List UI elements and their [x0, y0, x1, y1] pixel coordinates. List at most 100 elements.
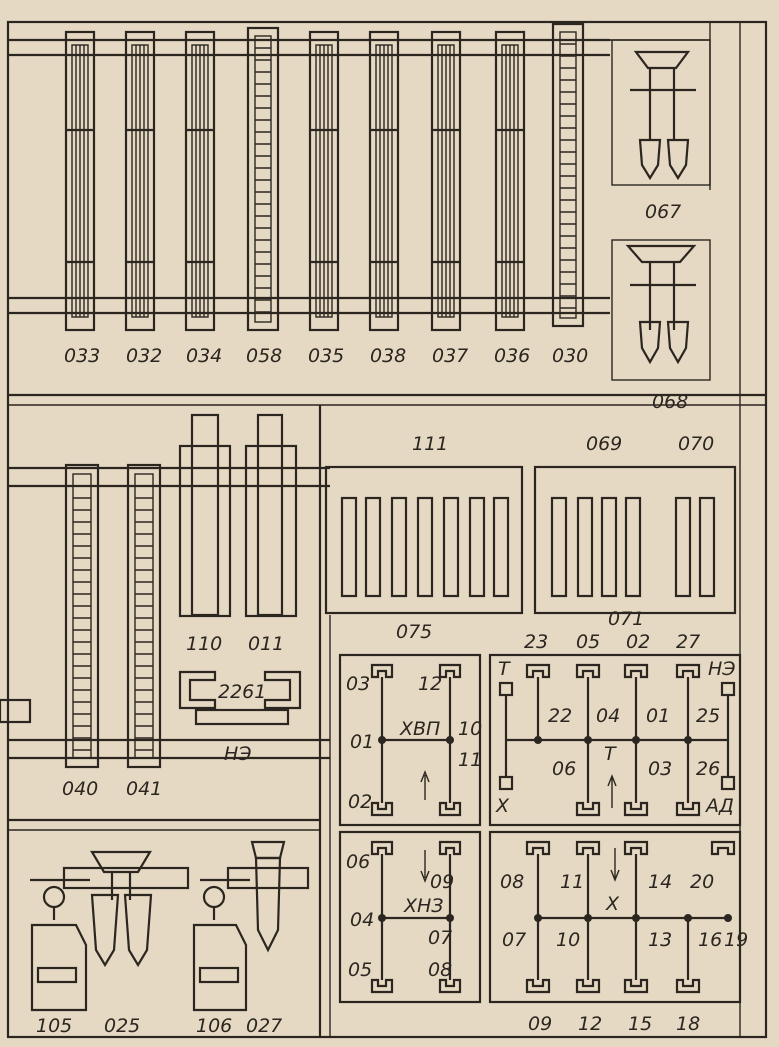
label-058: 058	[246, 345, 282, 367]
label-036: 036	[494, 345, 530, 367]
label-034: 034	[186, 345, 222, 367]
label-r-26: 26	[696, 758, 720, 780]
label-011: 011	[248, 633, 284, 655]
label-r-ne: НЭ	[708, 658, 736, 680]
label-106: 106	[196, 1015, 232, 1037]
label-hvp-12: 12	[418, 673, 442, 695]
label-r-03: 03	[648, 758, 672, 780]
rack-040	[64, 463, 100, 769]
label-b-12: 12	[578, 1013, 602, 1035]
rack-038	[368, 30, 400, 332]
clamp-2261	[178, 670, 302, 726]
label-r-05: 05	[576, 631, 600, 653]
labels-top-racks: 033 032 034 058 035 038 037 036 030 067 …	[64, 201, 688, 413]
label-r-08: 08	[500, 871, 524, 893]
rack-058	[246, 26, 280, 332]
machine-105	[30, 878, 90, 1012]
box-111	[324, 465, 524, 615]
label-067: 067	[645, 201, 681, 223]
label-r-x1: Х	[495, 795, 510, 817]
rack-036	[494, 30, 526, 332]
top-racks	[64, 22, 585, 332]
label-r-x2: Х	[605, 893, 620, 915]
label-r-02: 02	[626, 631, 650, 653]
label-030: 030	[552, 345, 588, 367]
block-hnz	[338, 830, 482, 1004]
label-r-10: 10	[556, 929, 580, 951]
label-025: 025	[104, 1015, 140, 1037]
label-071: 071	[608, 608, 644, 630]
label-r-27: 27	[676, 631, 700, 653]
label-hvp-03: 03	[346, 673, 370, 695]
top-conveyor	[8, 38, 710, 315]
machine-025	[62, 850, 190, 968]
rack-041	[126, 463, 162, 769]
rack-033	[64, 30, 96, 332]
label-hvp-11: 11	[458, 749, 482, 771]
label-040: 040	[62, 778, 98, 800]
label-033: 033	[64, 345, 100, 367]
label-r-t2: Т	[604, 743, 617, 765]
label-r-23: 23	[524, 631, 548, 653]
label-110: 110	[186, 633, 222, 655]
label-r-11: 11	[560, 871, 584, 893]
box-069-070	[533, 465, 737, 615]
column-011	[244, 413, 298, 618]
labels-middle: 040 041 110 011 2261 НЭ 111 069 070 075 …	[62, 433, 714, 800]
middle-conveyor	[8, 466, 330, 760]
labels-hvp-hnz: 03 12 01 ХВП 10 11 02 06 09 ХНЗ 04 07 05…	[346, 673, 482, 981]
label-r-07: 07	[502, 929, 526, 951]
unit-067	[611, 39, 711, 186]
label-hnz-title: ХНЗ	[403, 895, 443, 917]
block-right-upper	[488, 653, 742, 827]
label-hnz-07: 07	[428, 927, 452, 949]
label-hnz-09: 09	[430, 871, 454, 893]
label-111: 111	[412, 433, 448, 455]
label-075: 075	[396, 621, 432, 643]
label-2261: 2261	[218, 681, 266, 703]
label-037: 037	[432, 345, 468, 367]
label-r-19: 19	[724, 929, 748, 951]
column-110	[178, 413, 232, 618]
rack-037	[430, 30, 462, 332]
label-027: 027	[246, 1015, 282, 1037]
label-b-18: 18	[676, 1013, 700, 1035]
label-b-09: 09	[528, 1013, 552, 1035]
label-hnz-04: 04	[350, 909, 374, 931]
label-032: 032	[126, 345, 162, 367]
label-r-t1: Т	[498, 658, 511, 680]
label-r-06: 06	[552, 758, 576, 780]
label-hvp-title: ХВП	[399, 718, 440, 740]
label-105: 105	[36, 1015, 72, 1037]
label-068: 068	[652, 391, 688, 413]
label-hnz-06: 06	[346, 851, 370, 873]
label-041: 041	[126, 778, 162, 800]
label-ne-left: НЭ	[224, 743, 252, 765]
machine-027	[226, 840, 310, 953]
block-right-lower	[488, 830, 742, 1004]
rack-032	[124, 30, 156, 332]
label-038: 038	[370, 345, 406, 367]
unit-068	[611, 239, 711, 381]
label-r-ad: АД	[704, 795, 734, 817]
labels-right-lower: 08 11 14 20 Х 07 10 13 16 19 09 12 15 18	[500, 871, 748, 1035]
label-hvp-01: 01	[350, 731, 374, 753]
rack-035	[308, 30, 340, 332]
rack-030	[551, 22, 585, 328]
label-hnz-05: 05	[348, 959, 372, 981]
labels-machines: 105 025 106 027	[36, 1015, 282, 1037]
label-r-01: 01	[646, 705, 670, 727]
label-r-25: 25	[696, 705, 720, 727]
label-069: 069	[586, 433, 622, 455]
label-b-15: 15	[628, 1013, 652, 1035]
label-070: 070	[678, 433, 714, 455]
outer-frame	[0, 20, 768, 1039]
label-r-20: 20	[690, 871, 714, 893]
label-hvp-02: 02	[348, 791, 372, 813]
block-hvp	[338, 653, 482, 827]
rack-034	[184, 30, 216, 332]
labels-right-upper: 23 05 02 27 Т НЭ 22 04 01 25 06 Т 03 26 …	[495, 631, 736, 817]
label-035: 035	[308, 345, 344, 367]
